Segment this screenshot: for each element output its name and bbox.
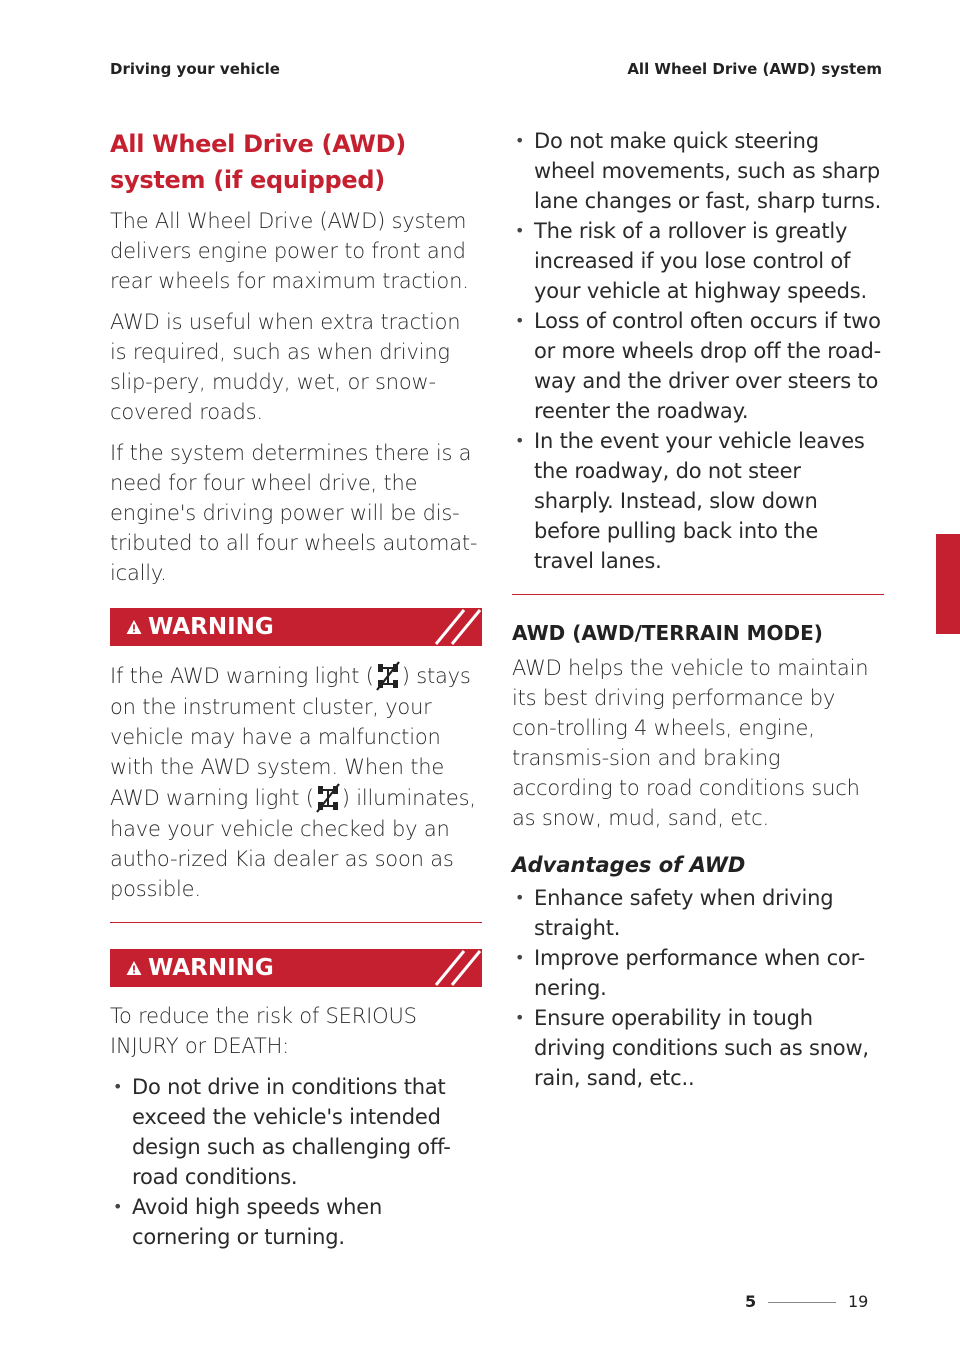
awd-terrain-mode-heading: AWD (AWD/TERRAIN MODE) (512, 621, 823, 645)
divider-rule (110, 922, 482, 923)
warning-1-text-b: ) stays on the instrument cluster, your … (110, 664, 471, 810)
warning-label: WARNING (148, 614, 274, 640)
footer-divider (768, 1302, 836, 1303)
warning-2-list: Do not drive in conditions that exceed t… (110, 1072, 482, 1252)
warning-1-text-a: If the AWD warning light ( (110, 664, 374, 688)
warning-label: WARNING (148, 955, 274, 981)
list-item: Ensure operability in tough driving cond… (512, 1003, 884, 1093)
chapter-side-tab (936, 534, 960, 634)
advantages-list: Enhance safety when driving straight. Im… (512, 883, 884, 1093)
list-item: The risk of a rollover is greatly increa… (512, 216, 884, 306)
list-item: Do not make quick steering wheel movemen… (512, 126, 884, 216)
list-item: Enhance safety when driving straight. (512, 883, 884, 943)
warning-triangle-icon (126, 961, 142, 975)
running-header-right: All Wheel Drive (AWD) system (627, 60, 882, 78)
right-column: Do not make quick steering wheel movemen… (512, 126, 884, 1093)
running-header-left: Driving your vehicle (110, 60, 280, 78)
warning-slash-decoration (432, 608, 482, 646)
warning-1-text-c: ) illuminates, have your vehicle checked… (110, 786, 476, 901)
list-item: In the event your vehicle leaves the roa… (512, 426, 884, 576)
left-column: All Wheel Drive (AWD) system (if equippe… (110, 126, 482, 1252)
divider-rule (512, 594, 884, 595)
list-item: Improve performance when cor-nering. (512, 943, 884, 1003)
warning-banner-1: WARNING (110, 608, 482, 646)
warning-2-continued-list: Do not make quick steering wheel movemen… (512, 126, 884, 576)
warning-1-text: If the AWD warning light ( ) stays on th… (110, 660, 482, 904)
warning-2-intro: To reduce the risk of SERIOUS INJURY or … (110, 1004, 417, 1058)
intro-paragraph-1: The All Wheel Drive (AWD) system deliver… (110, 209, 469, 293)
list-item: Avoid high speeds when cornering or turn… (110, 1192, 482, 1252)
footer-chapter-number: 5 (745, 1292, 757, 1311)
warning-banner-2: WARNING (110, 949, 482, 987)
list-item: Loss of control often occurs if two or m… (512, 306, 884, 426)
intro-paragraph-2: AWD is useful when extra traction is req… (110, 310, 461, 424)
awd-warning-light-icon (375, 661, 400, 691)
warning-triangle-icon (126, 620, 142, 634)
chapter-side-number: 5 (935, 608, 947, 628)
awd-warning-light-icon (315, 783, 340, 813)
list-item: Do not drive in conditions that exceed t… (110, 1072, 482, 1192)
warning-slash-decoration (432, 949, 482, 987)
awd-description: AWD helps the vehicle to maintain its be… (512, 656, 869, 830)
intro-paragraph-3: If the system determines there is a need… (110, 441, 478, 585)
section-title: All Wheel Drive (AWD) system (if equippe… (110, 130, 406, 194)
advantages-heading: Advantages of AWD (512, 853, 746, 877)
footer-page-number: 19 (848, 1292, 869, 1311)
